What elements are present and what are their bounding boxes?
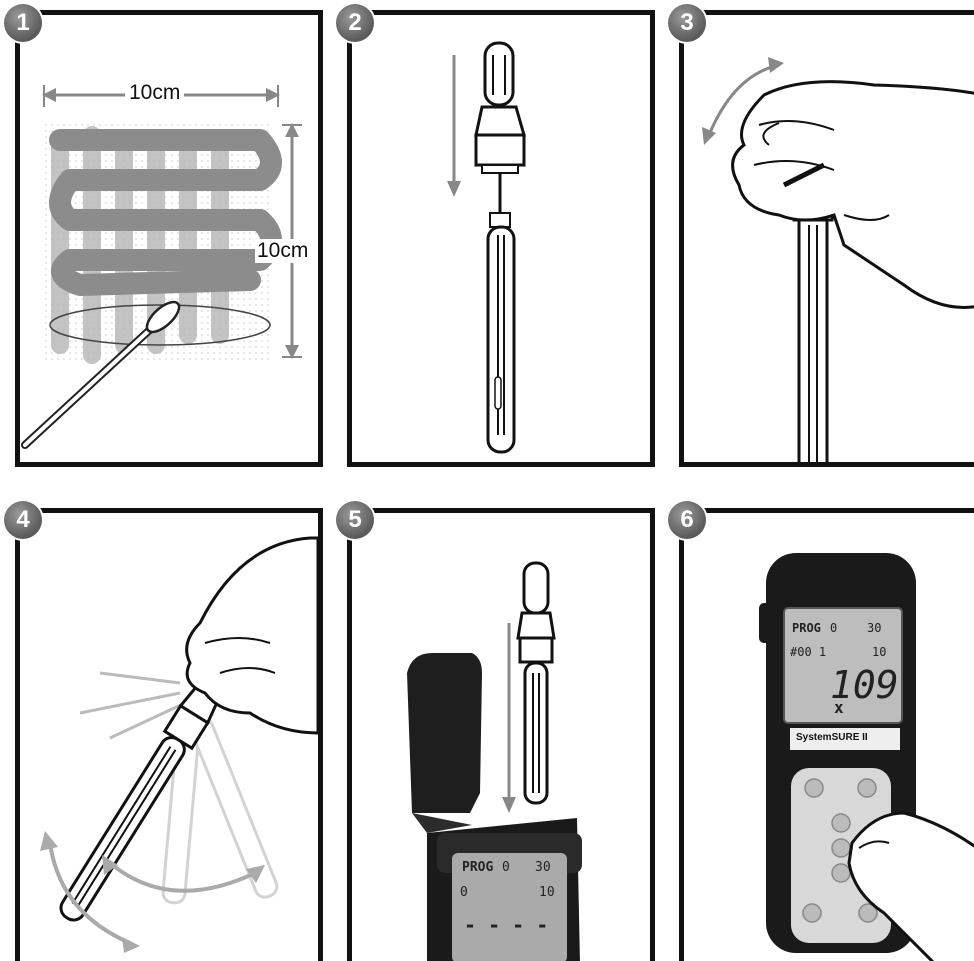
lcd-prog-label: PROG	[462, 860, 494, 875]
lcd-dashes: - - - -	[464, 913, 549, 937]
luminometer-reading-illustration	[759, 553, 974, 961]
step-4-panel	[15, 508, 323, 961]
lcd-reading: 109	[830, 663, 899, 707]
lcd-x-mark: x	[834, 698, 844, 717]
step-3-panel	[679, 10, 974, 467]
step-number-badge: 6	[668, 501, 706, 539]
width-label: 10cm	[125, 81, 185, 105]
step-number-badge: 1	[4, 4, 42, 42]
lcd-sample-id: #00 1	[790, 645, 827, 659]
lcd-right-value: 10	[539, 885, 555, 900]
step-number-badge: 5	[336, 501, 374, 539]
lcd-prog-value: 0	[830, 621, 838, 635]
snap-valve-illustration	[702, 57, 974, 462]
insert-into-luminometer-illustration	[407, 561, 582, 961]
swab-surface-illustration	[21, 85, 302, 449]
lcd-prog-value: 0	[502, 860, 510, 875]
lcd-top-right-value: 30	[867, 621, 882, 635]
step-number-badge: 4	[4, 501, 42, 539]
lcd-top-right-value: 30	[535, 860, 551, 875]
lcd-prog-label: PROG	[792, 621, 821, 635]
shake-tube-illustration	[40, 536, 318, 953]
step-number-badge: 2	[336, 4, 374, 42]
step-1-panel: 10cm 10cm	[15, 10, 323, 467]
step-number-badge: 3	[668, 4, 706, 42]
step-2-panel	[347, 10, 655, 467]
swab-return-illustration	[447, 41, 526, 454]
lcd-left-value: 0	[460, 885, 468, 900]
step-6-panel: PROG 0 30 #00 1 10 109 x SystemSURE II	[679, 508, 974, 961]
step-5-panel: PROG 0 30 0 10 - - - -	[347, 508, 655, 961]
lcd-right-value: 10	[872, 645, 887, 659]
device-brand-label: SystemSURE II	[796, 732, 868, 743]
height-label: 10cm	[255, 239, 311, 263]
